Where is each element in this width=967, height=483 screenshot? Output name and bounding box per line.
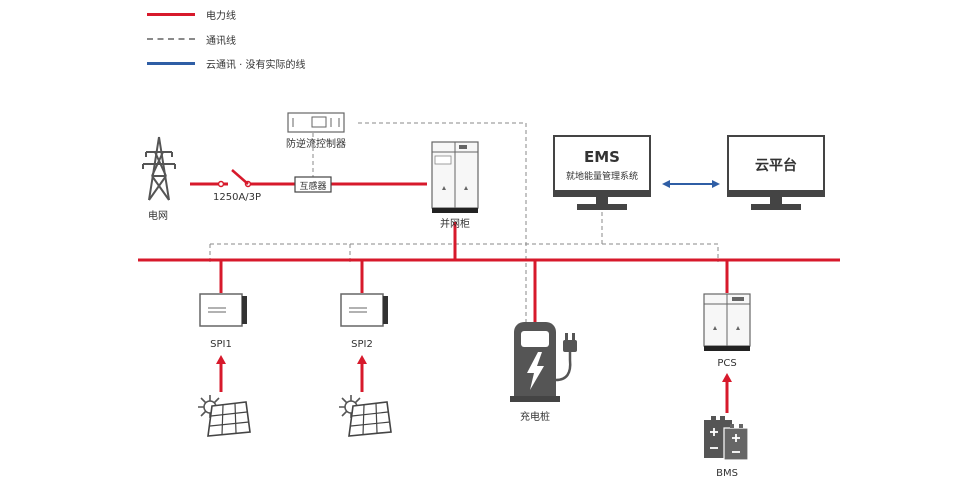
ems-subtitle: 就地能量管理系统 — [565, 172, 639, 182]
legend-comm-line — [147, 38, 195, 40]
legend-cloud-label: 云通讯 · 没有实际的线 — [206, 60, 306, 71]
legend-power-line — [147, 13, 195, 16]
spi1-inverter-icon — [199, 293, 247, 327]
charger-label: 充电桩 — [520, 412, 550, 423]
spi1-label: SPI1 — [210, 339, 232, 350]
bms-battery-icon — [704, 416, 749, 461]
spi2-label: SPI2 — [351, 339, 373, 350]
solar-panel-1-icon — [198, 395, 251, 437]
cloud-comm-arrow — [662, 180, 720, 188]
cloud-monitor-icon — [727, 135, 825, 210]
cloud-platform-label: 云平台 — [755, 158, 797, 174]
power-arrows — [216, 355, 732, 382]
ems-monitor-icon — [553, 135, 651, 210]
pcs-label: PCS — [717, 358, 737, 369]
anti-backflow-controller-icon — [287, 112, 345, 133]
ev-charger-icon — [510, 322, 577, 402]
legend-cloud-line — [147, 62, 195, 65]
legend-power-label: 电力线 — [206, 11, 236, 22]
breaker-symbol — [217, 169, 252, 188]
legend-comm-label: 通讯线 — [206, 36, 236, 47]
spi2-inverter-icon — [340, 293, 388, 327]
bms-label: BMS — [716, 468, 738, 479]
transformer-label: 互感器 — [299, 182, 327, 192]
grid-label: 电网 — [148, 211, 168, 222]
pcs-cabinet-icon — [703, 293, 751, 351]
ems-title: EMS — [584, 148, 620, 166]
anti-backflow-label: 防逆流控制器 — [286, 139, 346, 150]
grid-cabinet-icon — [431, 141, 479, 213]
power-lines — [138, 182, 840, 413]
power-tower-icon — [142, 136, 176, 201]
solar-panel-2-icon — [339, 395, 392, 437]
transformer-box — [294, 176, 332, 193]
grid-cabinet-label: 并网柜 — [440, 219, 470, 230]
breaker-label: 1250A/3P — [213, 192, 262, 203]
